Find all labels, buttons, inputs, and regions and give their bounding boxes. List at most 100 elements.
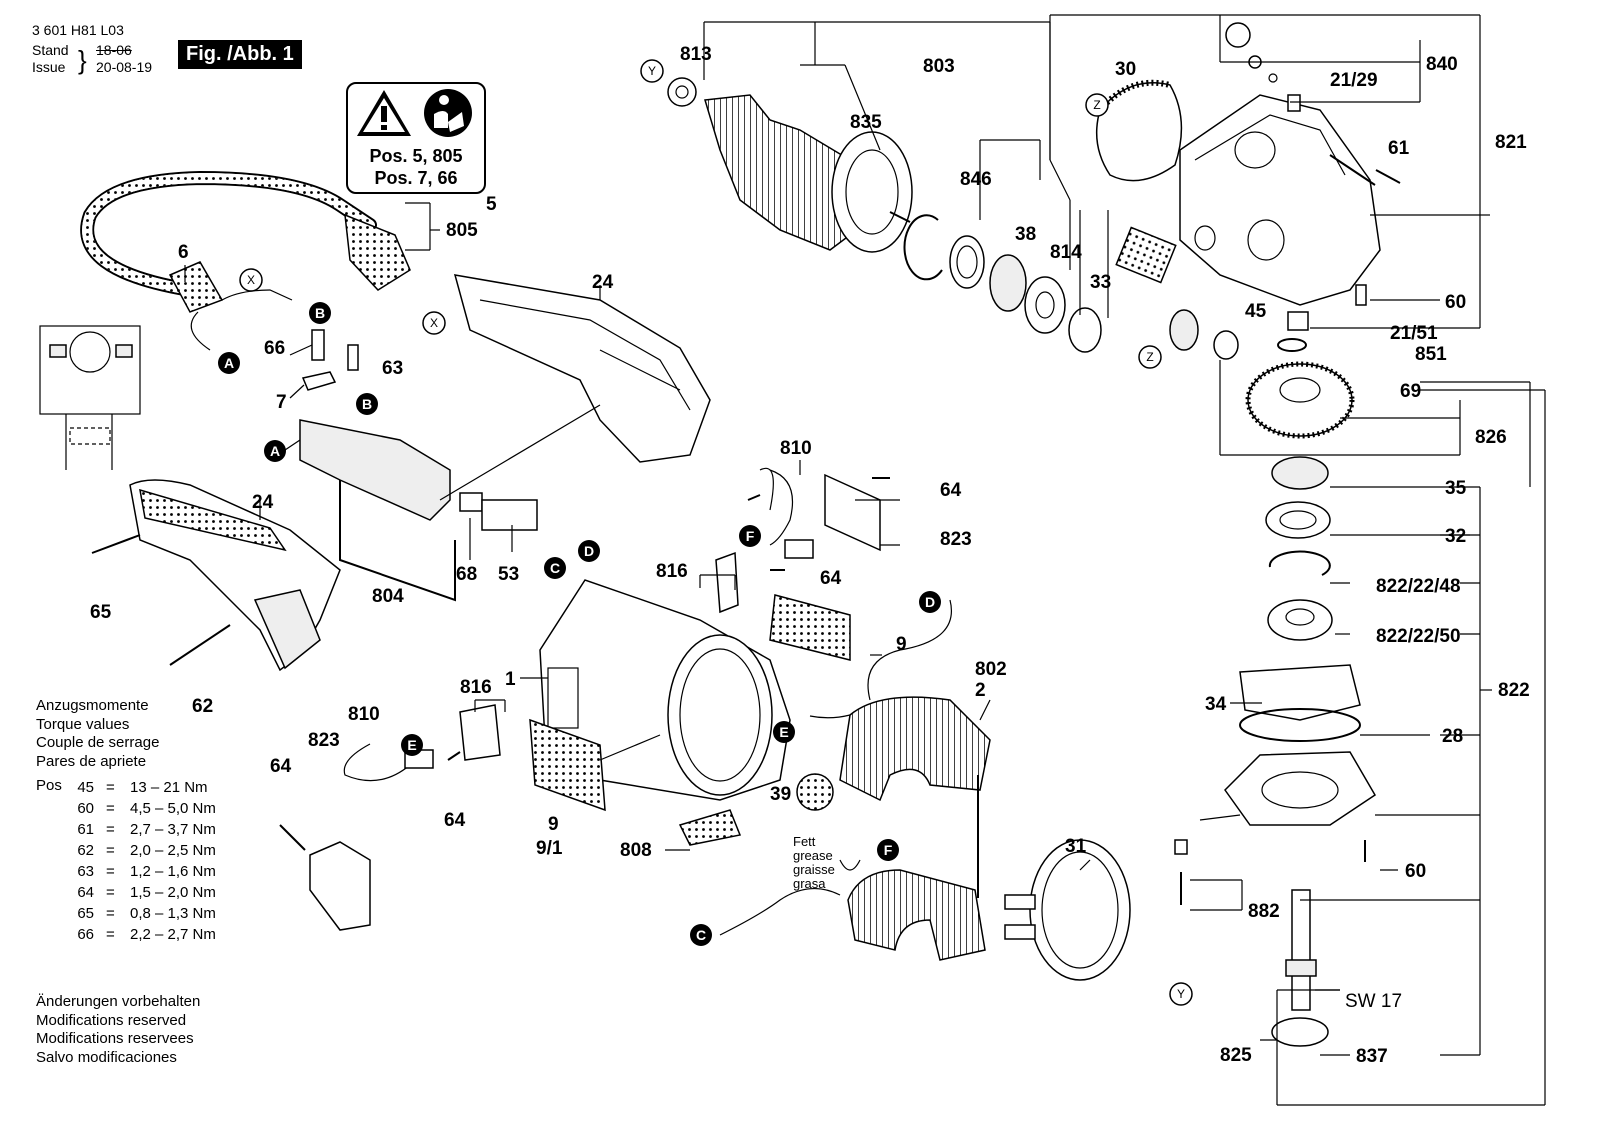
part-label: 24	[592, 272, 614, 293]
note-line: Modifications reservees	[36, 1030, 194, 1047]
part-label: 64	[270, 756, 292, 777]
part-label: 808	[620, 840, 652, 861]
ref-Y: Y	[648, 64, 656, 78]
part-label: 851	[1415, 344, 1447, 365]
part-label: 38	[1015, 224, 1036, 245]
part-label: 822	[1498, 680, 1530, 701]
connector-B: B	[362, 396, 372, 412]
connector-A: A	[224, 355, 234, 371]
warning-line-2: Pos. 7, 66	[374, 168, 458, 188]
part-label: 825	[1220, 1045, 1252, 1066]
leader-lines	[184, 14, 1546, 1106]
part-label: 823	[308, 730, 340, 751]
torque-heading: Anzugsmomente	[36, 697, 149, 714]
ref-X: X	[247, 273, 255, 287]
part-label: 21/29	[1330, 70, 1378, 91]
connector-markers: B A B A D C F D E E F C	[218, 302, 941, 946]
connector-C: C	[550, 560, 560, 576]
handle-cover-bottom	[91, 479, 341, 672]
connector-E: E	[779, 724, 788, 740]
handle-cover-top	[453, 274, 711, 463]
part-label: 805	[446, 220, 478, 241]
torque-eq: =	[106, 842, 115, 859]
torque-value: 2,2 – 2,7 Nm	[130, 926, 216, 943]
ref-Y: Y	[1177, 987, 1185, 1001]
torque-pos: 45	[77, 779, 94, 796]
part-label: 803	[923, 56, 955, 77]
stand-value: 18-06	[96, 42, 132, 58]
part-label: 5	[486, 194, 497, 215]
part-label: 69	[1400, 381, 1421, 402]
part-label: 32	[1445, 526, 1466, 547]
motor-housing	[529, 473, 881, 846]
connector-A: A	[270, 443, 280, 459]
torque-heading: Pares de apriete	[36, 752, 147, 770]
torque-pos: 62	[77, 842, 94, 859]
torque-eq: =	[106, 863, 115, 880]
torque-eq: =	[106, 905, 115, 922]
safety-warning-box: Pos. 5, 805 Pos. 7, 66	[346, 82, 486, 194]
connector-D: D	[584, 543, 594, 559]
switch-assembly	[299, 419, 538, 602]
part-label: 61	[1388, 138, 1410, 159]
part-label: 814	[1050, 242, 1082, 263]
doc-number: 3 601 H81 L03	[32, 22, 124, 38]
torque-eq: =	[106, 779, 115, 796]
part-label: 816	[460, 677, 492, 698]
torque-eq: =	[106, 821, 115, 838]
part-label: 804	[372, 586, 404, 607]
connector-D: D	[925, 594, 935, 610]
part-label: 45	[1245, 301, 1267, 322]
note-line: Änderungen vorbehalten	[36, 993, 201, 1010]
part-label: 64	[820, 568, 842, 589]
part-label: 28	[1442, 726, 1463, 747]
part-label: 39	[770, 784, 791, 805]
torque-value: 2,0 – 2,5 Nm	[130, 842, 216, 859]
part-label: 64	[444, 810, 466, 831]
ref-Z: Z	[1146, 350, 1153, 364]
power-cord	[80, 170, 411, 351]
part-label: 821	[1495, 132, 1527, 153]
screws	[301, 169, 1401, 761]
part-label: 826	[1475, 427, 1507, 448]
grease-note: graisse	[793, 862, 835, 877]
part-label: 34	[1205, 694, 1227, 715]
part-label: 2	[975, 680, 986, 701]
issue-value: 20-08-19	[96, 59, 153, 75]
part-label: 33	[1090, 272, 1111, 293]
part-label: 822/22/50	[1376, 626, 1461, 647]
part-label: 813	[680, 44, 712, 65]
fan	[1095, 79, 1183, 284]
armature	[667, 77, 913, 253]
part-label: 62	[192, 696, 213, 717]
part-label: 31	[1065, 836, 1087, 857]
part-label: 66	[264, 338, 285, 359]
part-label: 837	[1356, 1046, 1388, 1067]
brush-holders	[279, 467, 952, 936]
ref-Z: Z	[1093, 98, 1100, 112]
torque-pos: 64	[77, 884, 94, 901]
field-coils	[796, 696, 991, 961]
part-label: 810	[780, 438, 812, 459]
wiring-schematic	[39, 325, 141, 470]
part-label: 60	[1445, 292, 1466, 313]
torque-value: 1,5 – 2,0 Nm	[130, 884, 216, 901]
part-label: 6	[178, 242, 189, 263]
warning-icons	[357, 89, 472, 137]
warning-line-1: Pos. 5, 805	[369, 146, 463, 166]
torque-eq: =	[106, 884, 115, 901]
torque-heading: Couple de serrage	[36, 734, 160, 751]
torque-eq: =	[106, 926, 115, 943]
warning-triangle-icon	[357, 90, 411, 136]
part-label: SW 17	[1345, 991, 1402, 1012]
part-label: 9	[548, 814, 559, 835]
part-label: 823	[940, 529, 972, 550]
torque-pos: 66	[77, 926, 94, 943]
part-label: 35	[1445, 478, 1467, 499]
torque-eq: =	[106, 800, 115, 817]
part-label: 60	[1405, 861, 1426, 882]
figure-label: Fig. /Abb. 1	[178, 40, 302, 69]
fan-baffle	[1004, 839, 1131, 981]
part-label: 846	[960, 169, 992, 190]
